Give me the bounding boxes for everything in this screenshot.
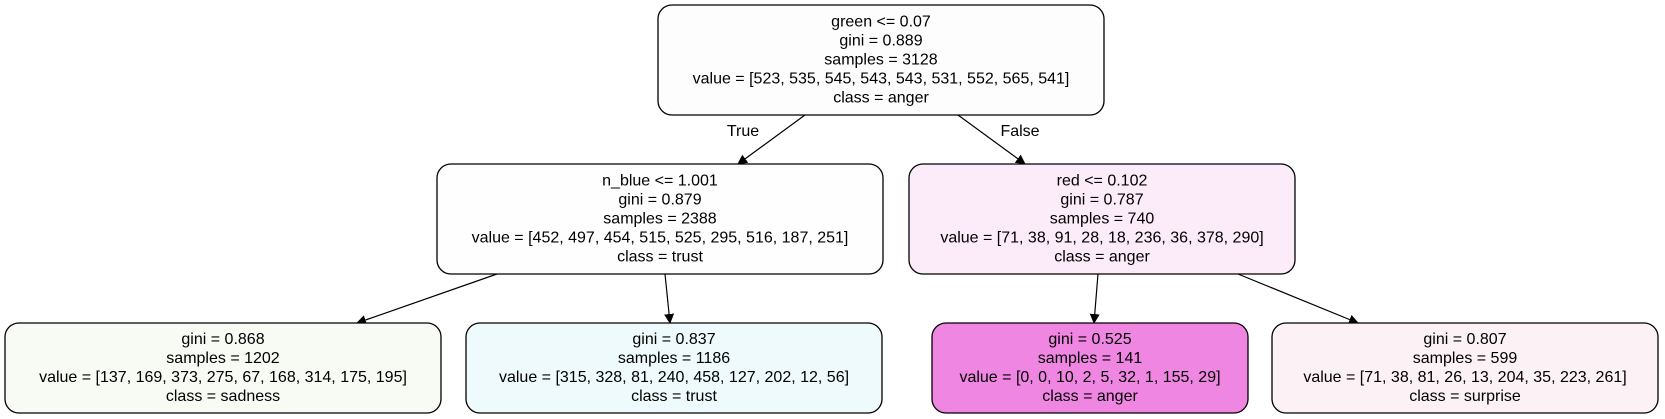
node-line: class = surprise [1409, 388, 1521, 405]
edge-label-false: False [1000, 123, 1039, 140]
node-line: class = trust [631, 388, 717, 405]
edge-left-to-leaf-1 [356, 273, 498, 325]
node-line: value = [315, 328, 81, 240, 458, 127, 20… [499, 369, 849, 386]
node-line: gini = 0.787 [1060, 192, 1143, 209]
nodes-layer: green <= 0.07 gini = 0.889 samples = 3128 v… [4, 4, 1659, 414]
node-line: class = anger [1042, 388, 1138, 405]
tree-node-leaf-4: gini = 0.807 samples = 599 value = [71, 38… [1271, 322, 1659, 414]
tree-node-root: green <= 0.07 gini = 0.889 samples = 3128 v… [657, 4, 1105, 116]
node-box [465, 322, 883, 414]
tree-node-leaf-3: gini = 0.525 samples = 141 value = [0, 0, … [931, 322, 1249, 414]
node-line: samples = 1202 [166, 350, 280, 367]
node-line: samples = 1186 [618, 350, 730, 367]
node-line: class = sadness [166, 388, 280, 405]
tree-node-left: n_blue <= 1.001 gini = 0.879 samples = 238… [436, 163, 884, 275]
node-line: value = [71, 38, 91, 28, 18, 236, 36, 37… [940, 230, 1263, 247]
node-line: value = [137, 169, 373, 275, 67, 168, 31… [39, 369, 407, 386]
node-line: gini = 0.807 [1423, 331, 1506, 348]
node-line: samples = 740 [1050, 211, 1155, 228]
edge-right-to-leaf-4 [1237, 273, 1359, 325]
tree-node-leaf-2: gini = 0.837 samples = 1186 value = [315, … [465, 322, 883, 414]
edge-right-to-leaf-3 [1089, 273, 1100, 324]
node-line: gini = 0.889 [839, 33, 922, 50]
edge-root-to-left [737, 114, 806, 165]
node-box [4, 322, 442, 414]
node-line: samples = 2388 [603, 211, 717, 228]
node-line: samples = 599 [1413, 350, 1518, 367]
node-line: value = [71, 38, 81, 26, 13, 204, 35, 22… [1303, 369, 1626, 386]
node-line: red <= 0.102 [1057, 173, 1148, 190]
node-box [1271, 322, 1659, 414]
node-line: samples = 3128 [824, 52, 938, 69]
node-line: gini = 0.879 [618, 192, 701, 209]
node-line: gini = 0.868 [181, 331, 264, 348]
node-box [436, 163, 884, 275]
tree-node-leaf-1: gini = 0.868 samples = 1202 value = [137, … [4, 322, 442, 414]
node-line: value = [523, 535, 545, 543, 543, 531, 5… [693, 71, 1070, 88]
node-box [908, 163, 1296, 275]
node-line: value = [452, 497, 454, 515, 525, 295, 5… [472, 230, 849, 247]
tree-node-right: red <= 0.102 gini = 0.787 samples = 740 val… [908, 163, 1296, 275]
edge-root-to-right [957, 114, 1026, 165]
node-line: gini = 0.525 [1048, 331, 1131, 348]
edges-layer: True False [356, 114, 1359, 325]
node-line: value = [0, 0, 10, 2, 5, 32, 1, 155, 29] [959, 369, 1220, 386]
node-line: green <= 0.07 [831, 14, 931, 31]
edge-left-to-leaf-2 [664, 273, 675, 324]
edge-label-true: True [727, 123, 759, 140]
node-line: samples = 141 [1038, 350, 1143, 367]
node-line: class = trust [617, 249, 703, 266]
node-line: class = anger [1054, 249, 1150, 266]
node-line: n_blue <= 1.001 [602, 173, 718, 190]
node-box [931, 322, 1249, 414]
node-box [657, 4, 1105, 116]
node-line: gini = 0.837 [632, 331, 715, 348]
node-line: class = anger [833, 90, 929, 107]
